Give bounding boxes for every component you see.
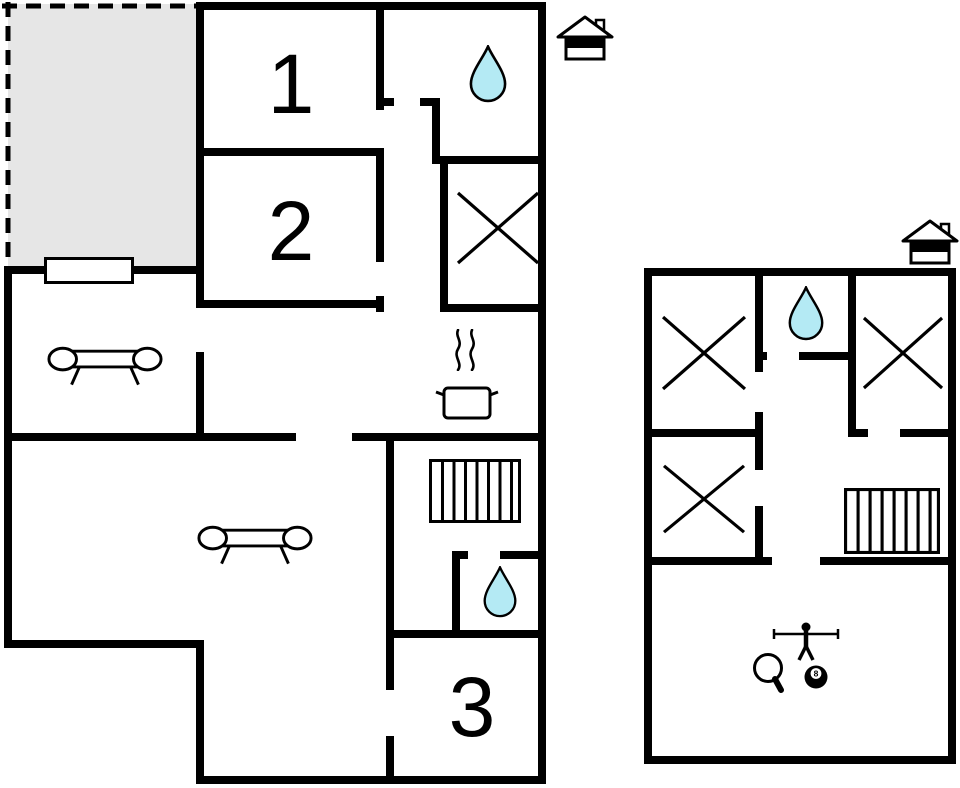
room-label-2: 2 bbox=[267, 184, 315, 278]
wall-segment bbox=[799, 352, 856, 360]
wall-segment bbox=[196, 2, 546, 10]
terrace-dashed-border bbox=[2, 2, 206, 274]
wall-segment bbox=[500, 551, 546, 559]
table-football-player-icon bbox=[772, 622, 840, 661]
wall-segment bbox=[386, 433, 394, 690]
wall-segment bbox=[848, 429, 868, 437]
stairs-icon bbox=[844, 488, 940, 554]
sofa-icon bbox=[197, 525, 313, 565]
wall-segment bbox=[644, 557, 772, 565]
wall-segment bbox=[386, 630, 546, 638]
water-drop-icon bbox=[483, 566, 517, 618]
wall-segment bbox=[755, 506, 763, 565]
wall-segment bbox=[4, 266, 12, 648]
wall-segment bbox=[196, 776, 546, 784]
wall-segment bbox=[376, 98, 394, 106]
cross-icon bbox=[661, 315, 747, 391]
wall-segment bbox=[440, 156, 448, 312]
games-icon-group: 8 bbox=[753, 622, 840, 693]
room-label-1: 1 bbox=[267, 37, 315, 131]
wall-segment bbox=[200, 148, 384, 156]
house-level-icon bbox=[556, 15, 614, 61]
wall-segment bbox=[644, 268, 956, 276]
wall-segment bbox=[4, 640, 204, 648]
wall-segment bbox=[376, 148, 384, 262]
house-level-icon bbox=[901, 219, 959, 265]
stairs-icon bbox=[429, 459, 521, 523]
cross-icon bbox=[456, 191, 540, 265]
wall-segment bbox=[386, 736, 394, 784]
wall-segment bbox=[432, 98, 440, 164]
wall-segment bbox=[352, 433, 546, 441]
wall-segment bbox=[755, 352, 767, 360]
wall-segment bbox=[644, 756, 956, 764]
wall-segment bbox=[452, 551, 460, 638]
wall-segment bbox=[432, 156, 546, 164]
sofa-icon bbox=[47, 346, 163, 386]
cooking-pot-icon bbox=[435, 386, 499, 420]
wall-segment bbox=[948, 268, 956, 764]
wall-segment bbox=[196, 352, 204, 433]
svg-text:8: 8 bbox=[814, 669, 819, 679]
wall-segment bbox=[420, 98, 440, 106]
wall-segment bbox=[452, 551, 468, 559]
room-label-3: 3 bbox=[448, 660, 496, 754]
wall-segment bbox=[755, 268, 763, 372]
wall-segment bbox=[440, 304, 546, 312]
wall-segment bbox=[820, 557, 956, 565]
eight-ball-icon: 8 bbox=[804, 665, 828, 689]
terrace-area bbox=[8, 4, 198, 268]
cross-icon bbox=[662, 464, 746, 534]
door-window-marker bbox=[44, 257, 134, 284]
wall-segment bbox=[196, 640, 204, 784]
water-drop-icon bbox=[469, 45, 507, 103]
wall-segment bbox=[538, 2, 546, 784]
wall-segment bbox=[376, 2, 384, 110]
wall-segment bbox=[755, 412, 763, 470]
table-tennis-paddle-icon bbox=[753, 653, 784, 693]
wall-segment bbox=[900, 429, 956, 437]
wall-segment bbox=[644, 429, 763, 437]
water-drop-icon bbox=[788, 286, 824, 341]
cross-icon bbox=[862, 316, 944, 390]
wall-segment bbox=[4, 433, 296, 441]
wall-segment bbox=[644, 268, 652, 764]
steam-icon bbox=[455, 329, 475, 371]
wall-segment bbox=[200, 300, 384, 308]
